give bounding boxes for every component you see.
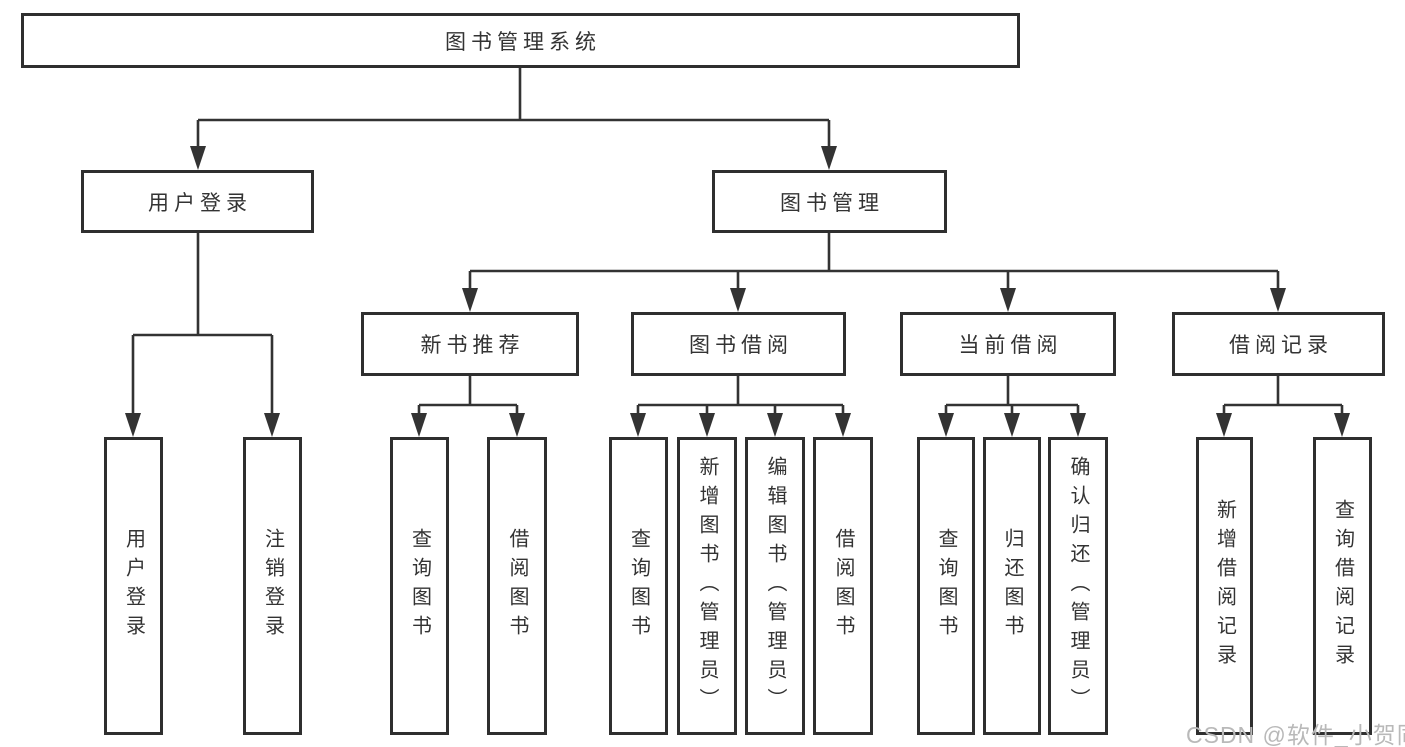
- arrowhead: [1334, 413, 1350, 437]
- node-root-system: 图书管理系统: [21, 13, 1020, 68]
- arrowhead: [462, 288, 478, 312]
- leaf-query-books-borrow: 查询图书: [609, 437, 668, 735]
- leaf-query-books-recommend: 查询图书: [390, 437, 449, 735]
- arrowhead: [1004, 413, 1020, 437]
- csdn-watermark: CSDN @软件_小贺同学: [1186, 722, 1405, 747]
- leaf-add-book-admin: 新增图书（管理员）: [677, 437, 737, 735]
- arrowhead: [699, 413, 715, 437]
- arrowhead: [125, 413, 141, 437]
- arrowhead: [730, 288, 746, 312]
- leaf-edit-book-admin: 编辑图书（管理员）: [745, 437, 805, 735]
- node-borrow-records: 借阅记录: [1172, 312, 1385, 376]
- node-current-borrow: 当前借阅: [900, 312, 1116, 376]
- arrowhead: [1000, 288, 1016, 312]
- arrowhead: [1216, 413, 1232, 437]
- leaf-return-book: 归还图书: [983, 437, 1041, 735]
- leaf-borrow-books-recommend: 借阅图书: [487, 437, 547, 735]
- arrowhead: [630, 413, 646, 437]
- leaf-borrow-books: 借阅图书: [813, 437, 873, 735]
- leaf-add-borrow-record: 新增借阅记录: [1196, 437, 1253, 735]
- arrowhead: [1070, 413, 1086, 437]
- node-new-book-recommend: 新书推荐: [361, 312, 579, 376]
- leaf-logout: 注销登录: [243, 437, 302, 735]
- arrowhead: [1270, 288, 1286, 312]
- arrowhead: [411, 413, 427, 437]
- node-book-management: 图书管理: [712, 170, 947, 233]
- node-user-login: 用户登录: [81, 170, 314, 233]
- arrowhead: [264, 413, 280, 437]
- leaf-confirm-return-admin: 确认归还（管理员）: [1048, 437, 1108, 735]
- arrowhead: [509, 413, 525, 437]
- node-book-borrow: 图书借阅: [631, 312, 846, 376]
- arrowhead: [767, 413, 783, 437]
- arrowhead: [821, 146, 837, 170]
- arrowhead: [835, 413, 851, 437]
- arrowhead: [190, 146, 206, 170]
- leaf-query-borrow-record: 查询借阅记录: [1313, 437, 1372, 735]
- leaf-user-login: 用户登录: [104, 437, 163, 735]
- leaf-query-books-current: 查询图书: [917, 437, 975, 735]
- arrowhead: [938, 413, 954, 437]
